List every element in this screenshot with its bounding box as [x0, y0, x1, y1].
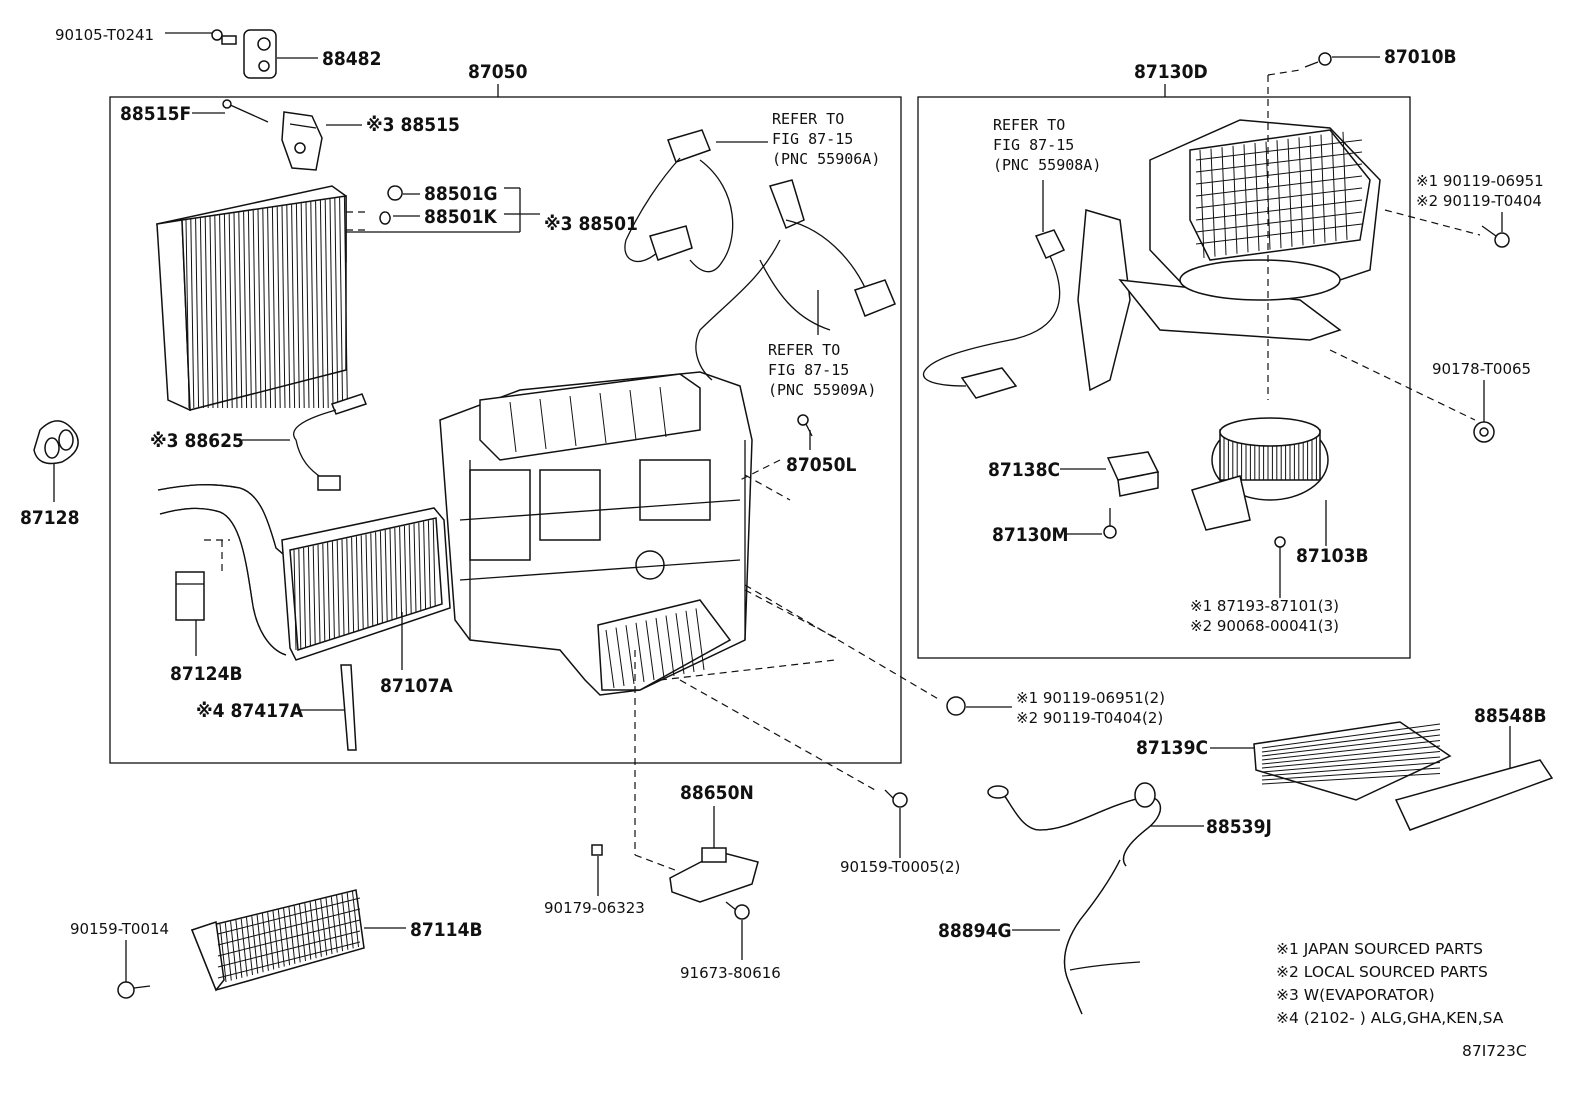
screw-90159-center-drawing [884, 789, 908, 858]
ref-55909A-line1: REFER TO [768, 341, 840, 359]
bracket-88650N-drawing [669, 806, 759, 903]
label-90178-T0065: 90178-T0065 [1432, 360, 1531, 378]
label-87193-87101: ※1 87193-87101(3) [1190, 597, 1339, 615]
panel-87114B-drawing [190, 889, 406, 992]
label-88501K: 88501K [424, 206, 497, 228]
ref-55908A-line2: FIG 87-15 [993, 136, 1074, 154]
note-1: ※1 JAPAN SOURCED PARTS [1276, 940, 1483, 958]
label-87128: 87128 [20, 507, 79, 529]
label-88501G: 88501G [424, 183, 498, 205]
hose-88539J-drawing [987, 782, 1204, 867]
label-87114B: 87114B [410, 919, 483, 941]
label-87103B: 87103B [1296, 545, 1369, 567]
label-88650N: 88650N [680, 782, 754, 804]
label-90159-T0005: 90159-T0005(2) [840, 858, 960, 876]
label-90119-06951-2: ※1 90119-06951(2) [1016, 689, 1165, 707]
heater-core-87107A-drawing [157, 484, 451, 670]
label-87107A: 87107A [380, 675, 453, 697]
note-2: ※2 LOCAL SOURCED PARTS [1276, 963, 1488, 981]
ref-55909A-line2: FIG 87-15 [768, 361, 849, 379]
assembly-box-87130D [917, 96, 1411, 659]
filter-87139C-drawing [1210, 721, 1452, 801]
valve-88515-drawing [192, 99, 362, 171]
grommet-90178-drawing [1473, 380, 1495, 443]
ref-55906A-line2: FIG 87-15 [772, 130, 853, 148]
grommet-87128-drawing [33, 420, 79, 502]
label-88515: ※3 88515 [366, 114, 460, 136]
note-3: ※3 W(EVAPORATOR) [1276, 986, 1435, 1004]
assembly-box-87050 [109, 96, 902, 764]
label-88894G: 88894G [938, 920, 1012, 942]
label-87417A: ※4 87417A [196, 700, 304, 722]
screw-87050L-drawing [739, 414, 813, 481]
label-90105-T0241: 90105-T0241 [55, 26, 154, 44]
label-90119-T0404: ※2 90119-T0404 [1416, 192, 1542, 210]
ref-55909A-line3: (PNC 55909A) [768, 381, 876, 399]
sensor-88625-drawing [242, 393, 367, 491]
ref-55908A-line3: (PNC 55908A) [993, 156, 1101, 174]
label-90179-06323: 90179-06323 [544, 899, 645, 917]
evaporator-drawing [156, 185, 540, 412]
label-90119-T0404-2: ※2 90119-T0404(2) [1016, 709, 1163, 727]
label-88625: ※3 88625 [150, 430, 244, 452]
screw-91673-drawing [725, 901, 750, 960]
hvac-unit-87050-drawing [439, 371, 753, 696]
label-87124B: 87124B [170, 663, 243, 685]
label-87130M: 87130M [992, 524, 1068, 546]
bolt-90119-right-drawing [1481, 212, 1510, 248]
label-91673-80616: 91673-80616 [680, 964, 781, 982]
bolt-90105-drawing [165, 29, 237, 45]
ref-55906A-line1: REFER TO [772, 110, 844, 128]
label-87050: 87050 [468, 61, 528, 83]
screw-87130M-drawing [1066, 508, 1117, 539]
label-88515F: 88515F [120, 103, 191, 125]
harness-55908A-drawing [922, 180, 1066, 399]
blower-motor-87103B-drawing [1191, 417, 1329, 598]
label-88482: 88482 [322, 48, 381, 70]
label-88501: ※3 88501 [544, 213, 638, 235]
ref-55906A-line3: (PNC 55906A) [772, 150, 880, 168]
clip-90179-drawing [591, 844, 603, 896]
cover-88548B-drawing [1394, 726, 1554, 831]
screw-87010B-drawing [1304, 52, 1380, 68]
harness-55906A-drawing [624, 129, 768, 273]
label-88548B: 88548B [1474, 705, 1547, 727]
ref-55908A-line1: REFER TO [993, 116, 1065, 134]
label-87130D: 87130D [1134, 61, 1208, 83]
resistor-87138C-drawing [1060, 451, 1160, 497]
label-87050L: 87050L [786, 454, 856, 476]
harness-55909A-drawing [695, 179, 896, 381]
label-90159-T0014: 90159-T0014 [70, 920, 169, 938]
screw-90159-left-drawing [117, 940, 151, 999]
bolt-90119-center-drawing [946, 696, 1012, 716]
label-87139C: 87139C [1136, 737, 1208, 759]
figure-code: 87I723C [1462, 1042, 1527, 1060]
hose-88894G-drawing [1012, 859, 1141, 1015]
blower-case-87130D-drawing [1077, 69, 1481, 421]
label-88539J: 88539J [1206, 816, 1272, 838]
note-4: ※4 (2102- ) ALG,GHA,KEN,SA [1276, 1009, 1504, 1027]
block-88482-drawing [243, 29, 318, 79]
label-90068-00041: ※2 90068-00041(3) [1190, 617, 1339, 635]
label-87138C: 87138C [988, 459, 1060, 481]
label-90119-06951: ※1 90119-06951 [1416, 172, 1544, 190]
strip-87417A-drawing [300, 664, 357, 751]
label-87010B: 87010B [1384, 46, 1457, 68]
